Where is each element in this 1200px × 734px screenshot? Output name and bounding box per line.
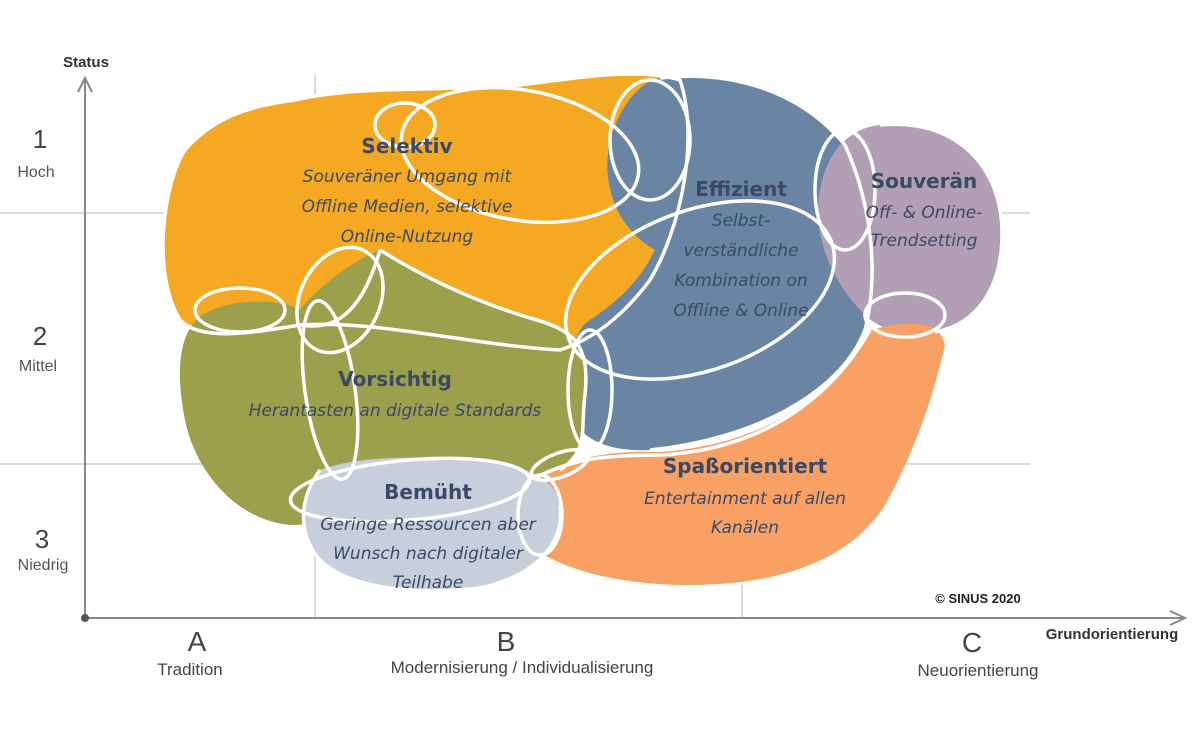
segment-bemueht-desc-2: Wunsch nach digitaler [333, 544, 524, 564]
axes [77, 75, 1188, 626]
segment-spass-desc-2: Kanälen [711, 518, 779, 538]
blob-souveraen [818, 124, 1003, 334]
segment-selektiv-desc-1: Souveräner Umgang mit [303, 167, 513, 187]
segment-effizient-title: Effizient [695, 177, 787, 201]
y-axis-arrow [77, 75, 93, 93]
x-col-b-letter: B [497, 626, 516, 657]
segment-spass-title: Spaßorientiert [663, 454, 828, 478]
x-col-a-letter: A [188, 626, 207, 657]
x-col-a-word: Tradition [157, 660, 223, 679]
x-axis-arrow [1169, 610, 1188, 626]
y-axis-title: Status [63, 54, 109, 71]
y-level-1-num: 1 [33, 124, 47, 154]
y-level-3-word: Niedrig [18, 557, 69, 574]
blob-spass [516, 323, 945, 585]
blob-selektiv [163, 73, 689, 350]
segment-selektiv-title: Selektiv [361, 134, 452, 158]
segment-effizient-desc-4: Offline & Online [673, 301, 808, 321]
segment-bemueht-title: Bemüht [384, 480, 472, 504]
blob-bemueht [302, 457, 561, 591]
segment-selektiv-desc-2: Offline Medien, selektive [302, 197, 513, 217]
segment-vorsichtig-desc-1: Herantasten an digitale Standards [249, 401, 542, 421]
segment-souveraen-title: Souverän [871, 169, 978, 193]
x-axis-title: Grundorientierung [1046, 626, 1179, 643]
y-level-1-word: Hoch [17, 164, 54, 181]
axis-origin-dot [81, 614, 89, 622]
x-col-c-word: Neuorientierung [918, 661, 1039, 680]
x-col-c-letter: C [962, 627, 982, 658]
segment-spass-desc-1: Entertainment auf allen [644, 489, 846, 509]
segment-effizient-desc-1: Selbst- [712, 211, 770, 231]
copyright-note: © SINUS 2020 [935, 591, 1020, 606]
segment-vorsichtig-title: Vorsichtig [338, 367, 452, 391]
segment-effizient-desc-2: verständliche [683, 241, 798, 261]
segment-shapes [163, 73, 1003, 591]
segment-souveraen-desc-1: Off- & Online- [866, 203, 983, 223]
y-level-2-word: Mittel [19, 358, 57, 375]
x-col-b-word: Modernisierung / Individualisierung [391, 658, 654, 677]
segment-bemueht-desc-1: Geringe Ressourcen aber [320, 515, 537, 535]
blob-effizient [569, 76, 873, 451]
y-level-3-num: 3 [35, 524, 49, 554]
segment-effizient-desc-3: Kombination on [674, 271, 807, 291]
segment-outlines [161, 72, 1004, 593]
segment-souveraen-desc-2: Trendsetting [870, 231, 977, 251]
segment-selektiv-desc-3: Online-Nutzung [341, 227, 474, 247]
segment-bemueht-desc-3: Teilhabe [393, 573, 464, 593]
y-level-2-num: 2 [33, 321, 47, 351]
